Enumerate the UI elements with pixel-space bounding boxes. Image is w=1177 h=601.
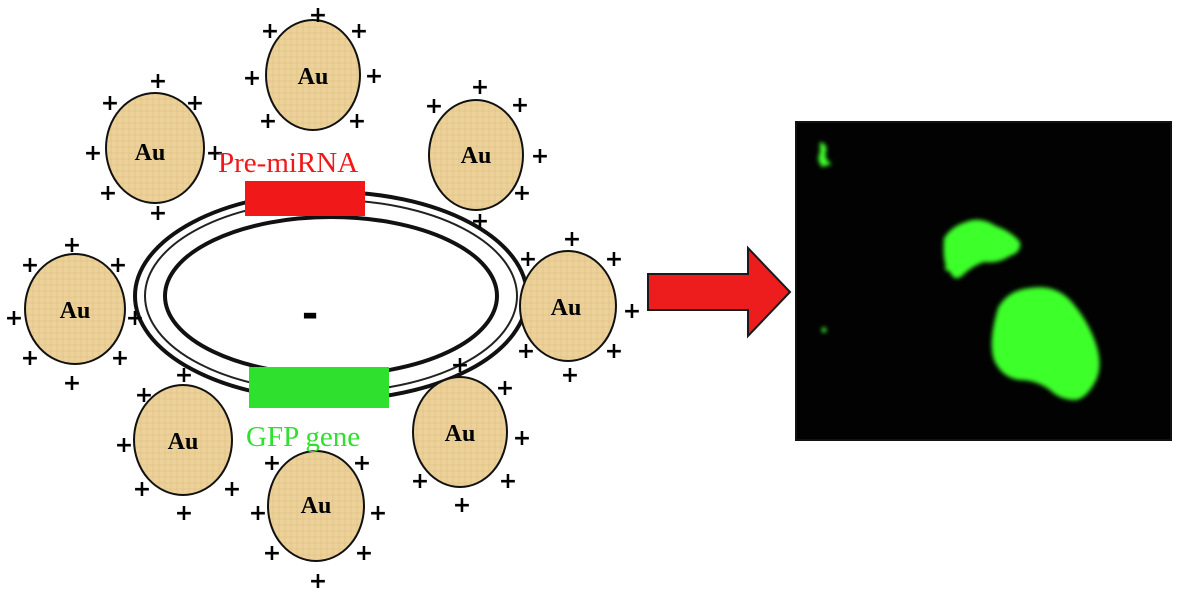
surface-charge: + [471, 75, 489, 100]
surface-charge: + [411, 469, 429, 494]
surface-charge: + [5, 306, 23, 331]
micrograph-background [795, 121, 1172, 441]
plasmid-inner-ring [163, 215, 499, 377]
surface-charge: + [513, 181, 531, 206]
surface-charge: + [126, 306, 144, 331]
au-particle: Au + + + + + + + + [5, 233, 144, 396]
au-particle: Au + + + + + + + [243, 3, 383, 134]
surface-charge: + [623, 299, 641, 324]
au-particle-body [428, 99, 524, 211]
surface-charge: + [511, 93, 529, 118]
au-particle-label: Au [461, 143, 492, 169]
surface-charge: + [605, 247, 623, 272]
surface-charge: + [263, 451, 281, 476]
surface-charge: + [63, 233, 81, 258]
surface-charge: + [561, 363, 579, 388]
surface-charge: + [135, 383, 153, 408]
surface-charge: + [355, 541, 373, 566]
green-cell-small [943, 219, 1021, 279]
surface-charge: + [99, 181, 117, 206]
green-cell-large [991, 287, 1100, 400]
au-particle-label: Au [135, 140, 166, 166]
surface-charge: + [263, 541, 281, 566]
surface-charge: + [563, 227, 581, 252]
surface-charge: + [517, 339, 535, 364]
au-particle: Au + + + + + + + [249, 450, 387, 594]
surface-charge: + [63, 371, 81, 396]
surface-charge: + [149, 201, 167, 226]
plasmid-negative-charge: - [302, 291, 319, 337]
au-particle-label: Au [168, 429, 199, 455]
au-particle-body [412, 376, 508, 488]
surface-charge: + [531, 144, 549, 169]
au-particle-label: Au [445, 421, 476, 447]
au-particle-label: Au [551, 295, 582, 321]
surface-charge: + [348, 109, 366, 134]
pre-mirna-segment [245, 181, 365, 216]
surface-charge: + [519, 247, 537, 272]
green-cell-dot [821, 327, 827, 333]
surface-charge: + [175, 363, 193, 388]
surface-charge: + [309, 569, 327, 594]
arrow-right-icon [647, 245, 792, 339]
surface-charge: + [133, 477, 151, 502]
surface-charge: + [365, 64, 383, 89]
au-particle-label: Au [298, 64, 329, 90]
surface-charge: + [186, 91, 204, 116]
au-particle-body [133, 384, 233, 496]
surface-charge: + [350, 19, 368, 44]
green-cell-speck [818, 142, 832, 167]
surface-charge: + [249, 501, 267, 526]
surface-charge: + [115, 433, 133, 458]
green-cell-dot [945, 265, 951, 271]
pre-mirna-label: Pre-miRNA [218, 147, 358, 179]
surface-charge: + [261, 19, 279, 44]
surface-charge: + [111, 346, 129, 371]
surface-charge: + [309, 3, 327, 28]
au-particle-body [105, 92, 205, 204]
surface-charge: + [425, 94, 443, 119]
au-particle-body [519, 250, 617, 362]
surface-charge: + [21, 253, 39, 278]
surface-charge: + [243, 66, 261, 91]
au-particle: Au + + + + + + + [517, 227, 641, 388]
surface-charge: + [369, 501, 387, 526]
surface-charge: + [84, 141, 102, 166]
fluorescence-micrograph [795, 121, 1172, 441]
gfp-gene-segment [249, 367, 389, 408]
surface-charge: + [223, 477, 241, 502]
surface-charge: + [605, 339, 623, 364]
au-particle: Au + + + + + + [411, 353, 531, 518]
surface-charge: + [499, 469, 517, 494]
surface-charge: + [513, 426, 531, 451]
surface-charge: + [101, 91, 119, 116]
au-particle: Au + + + + + + [115, 363, 241, 526]
surface-charge: + [496, 376, 514, 401]
au-particle-body [24, 253, 126, 365]
surface-charge: + [259, 109, 277, 134]
surface-charge: + [471, 209, 489, 234]
surface-charge: + [109, 253, 127, 278]
au-particle-label: Au [60, 298, 91, 324]
au-particle: Au + + + + + + [425, 75, 549, 234]
surface-charge: + [21, 346, 39, 371]
au-particle: Au + + + + + + + [84, 69, 224, 226]
surface-charge: + [453, 493, 471, 518]
au-particle-body [267, 450, 365, 562]
au-particle-label: Au [301, 493, 332, 519]
gfp-gene-label: GFP gene [246, 421, 360, 453]
au-particle-body [265, 19, 361, 131]
surface-charge: + [451, 353, 469, 378]
surface-charge: + [353, 451, 371, 476]
surface-charge: + [175, 501, 193, 526]
surface-charge: + [206, 141, 224, 166]
surface-charge: + [149, 69, 167, 94]
